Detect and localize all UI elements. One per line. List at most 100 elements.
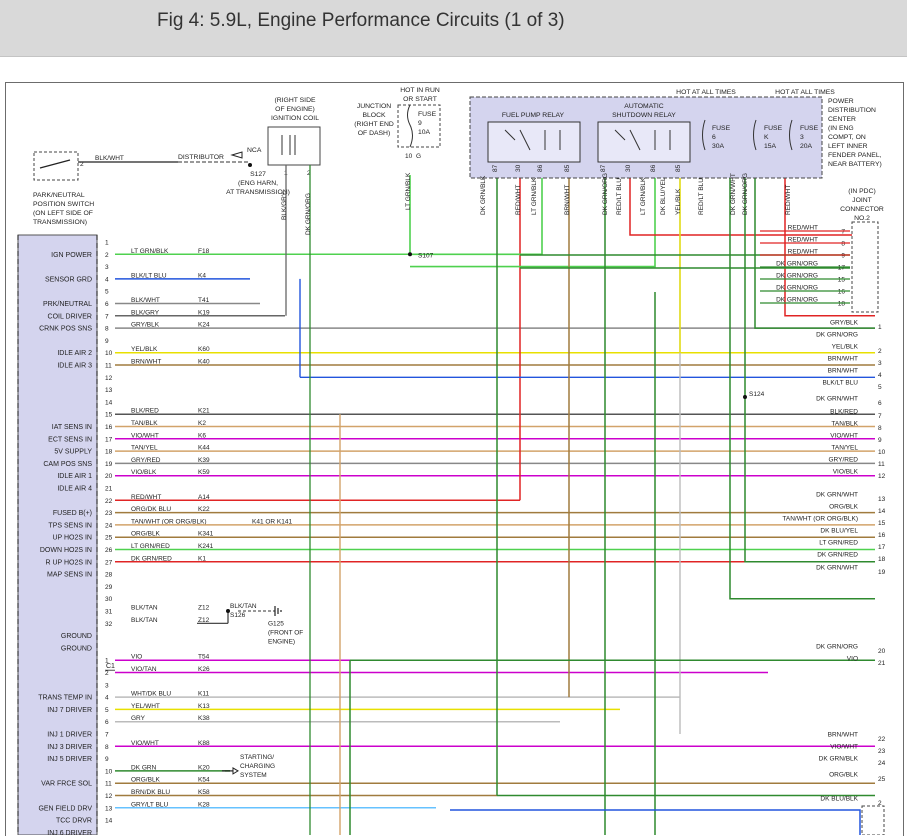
- pin-number: 1: [105, 240, 109, 247]
- pin-number: 18: [105, 449, 113, 456]
- right-pin-number: 8: [878, 425, 882, 432]
- fuel-pump-relay-label: FUEL PUMP RELAY: [502, 112, 565, 119]
- pdc-label: (IN ENG: [828, 125, 854, 132]
- right-pin-number: 17: [878, 544, 886, 551]
- right-wire-label: BLK/RED: [830, 409, 858, 416]
- fuel-pump-relay-box: [488, 122, 580, 162]
- fuse3-label: 3: [800, 134, 804, 141]
- s126-label: S126: [230, 612, 246, 619]
- right-wire-label: VIO: [847, 656, 858, 663]
- s127-label: (ENG HARN,: [238, 180, 278, 187]
- pcm-pin-label: INJ 3 DRIVER: [47, 744, 92, 751]
- pcm-pin-label: IDLE AIR 2: [57, 350, 92, 357]
- pcm-pin-label: IAT SENS IN: [52, 424, 92, 431]
- pin-number: 27: [105, 559, 113, 566]
- relay-wire-label: YEL/BLK: [675, 188, 682, 215]
- relay-wire-label: RED/LT BLU: [698, 178, 705, 215]
- right-wire-label: TAN/YEL: [831, 445, 858, 452]
- right-wire-label: DK GRN/WHT: [816, 492, 858, 499]
- s127-label: S127: [250, 171, 266, 178]
- right-wire-label: VIO/WHT: [830, 744, 858, 751]
- pin-number: 25: [105, 535, 113, 542]
- joint-connector-label: NO.2: [854, 215, 870, 222]
- pin-number: 10: [105, 350, 113, 357]
- wire-color-label: BLK/TAN: [131, 605, 158, 612]
- pnp-switch-blade: [40, 160, 70, 168]
- relay-pin: 86: [537, 164, 544, 172]
- pcm-pin-label: MAP SENS IN: [47, 572, 92, 579]
- right-pin-number: 5: [878, 384, 882, 391]
- pdc-label: LEFT INNER: [828, 143, 868, 150]
- right-wire-label: VIO/WHT: [830, 433, 858, 440]
- jc-pin: 9: [841, 253, 845, 260]
- ignition-coil-label: OF ENGINE): [275, 106, 315, 113]
- pin-number: 32: [105, 621, 113, 628]
- pin-number: 3: [105, 682, 109, 689]
- pin-number: 13: [105, 387, 113, 394]
- ignition-coil-label: (RIGHT SIDE: [274, 97, 316, 104]
- pnp-switch-box: [34, 152, 78, 180]
- right-pin-number: 9: [878, 437, 882, 444]
- fuse9-label: 10A: [418, 129, 431, 136]
- s127-dot: [248, 163, 252, 167]
- jc-pin: 16: [838, 289, 846, 296]
- pdc-label: POWER: [828, 98, 854, 105]
- ignition-coil-label: IGNITION COIL: [271, 115, 319, 122]
- pcm-pin-label: VAR FRCE SOL: [41, 781, 92, 788]
- right-wire-label: DK GRN/WHT: [816, 565, 858, 572]
- right-wire-label: GRY/RED: [829, 457, 859, 464]
- right-wire-label: DK BLU/YEL: [820, 528, 858, 535]
- pnp-wire-label: BLK/WHT: [95, 155, 124, 162]
- pnp-switch-label: PARK/NEUTRAL: [33, 192, 85, 199]
- pin-number: 12: [105, 793, 113, 800]
- pcm-pin-label: INJ 5 DRIVER: [47, 756, 92, 763]
- pin-number: 29: [105, 584, 113, 591]
- jc-pin: 15: [838, 277, 846, 284]
- pin-number: 4: [105, 276, 109, 283]
- relay-wire-label: DK GRN/BLK: [480, 175, 487, 215]
- fuse3-label: 20A: [800, 143, 813, 150]
- relay-wire-label: RED/LT BLU: [616, 178, 623, 215]
- right-pin-number: 7: [878, 413, 882, 420]
- jc-pin: 7: [841, 229, 845, 236]
- right-pin-number: 20: [878, 648, 886, 655]
- right-wire-label: ORG/BLK: [829, 504, 859, 511]
- pin-number: 15: [105, 412, 113, 419]
- relay-wire-label: RED/WHT: [515, 185, 522, 215]
- right-wire-label: DK BLU/BLK: [820, 796, 858, 803]
- pcm-pin-label: GROUND: [61, 633, 92, 640]
- right-wire-label: TAN/WHT (OR ORG/BLK): [782, 516, 858, 523]
- pcm-pin-label: 5V SUPPLY: [54, 449, 92, 456]
- pin-number: 20: [105, 473, 113, 480]
- right-wire-label: BRN/WHT: [828, 368, 858, 375]
- right-pin-number: 24: [878, 760, 886, 767]
- jc-pin: 17: [838, 265, 846, 272]
- pdc-label: DISTRIBUTION: [828, 107, 876, 114]
- pin-number: 4: [105, 695, 109, 702]
- pin-number: 11: [105, 781, 112, 788]
- joint-connector-label: CONNECTOR: [840, 206, 884, 213]
- pin-number: 13: [105, 805, 113, 812]
- pcm-pin-label: IDLE AIR 3: [57, 363, 92, 370]
- hot-run-start-label: OR START: [403, 96, 437, 103]
- coil-wire-label: BLK/GRY: [281, 191, 288, 220]
- pin-number: 6: [105, 719, 109, 726]
- pin-number: 3: [105, 264, 109, 271]
- fuseK-label: FUSE: [764, 125, 783, 132]
- distributor-label: DISTRIBUTOR: [178, 154, 224, 161]
- relay-wire-label: DK GRN/WHT: [730, 173, 737, 215]
- pcm-pin-label: GEN FIELD DRV: [38, 805, 92, 812]
- relay-wire-label: DK GRN/ORG: [602, 173, 609, 215]
- relay-wire-label: DK GRN/ORG: [742, 173, 749, 215]
- pcm-pin-label: GROUND: [61, 645, 92, 652]
- pin-number: 23: [105, 510, 113, 517]
- right-pin-number: 3: [878, 360, 882, 367]
- ignition-coil-box: [268, 127, 320, 165]
- right-pin-number: 10: [878, 449, 886, 456]
- pin-number: 24: [105, 522, 113, 529]
- right-wire-label: BRN/WHT: [828, 356, 858, 363]
- right-pin-number: 4: [878, 372, 882, 379]
- pin-number: 7: [105, 313, 109, 320]
- right-pin-number: 16: [878, 532, 886, 539]
